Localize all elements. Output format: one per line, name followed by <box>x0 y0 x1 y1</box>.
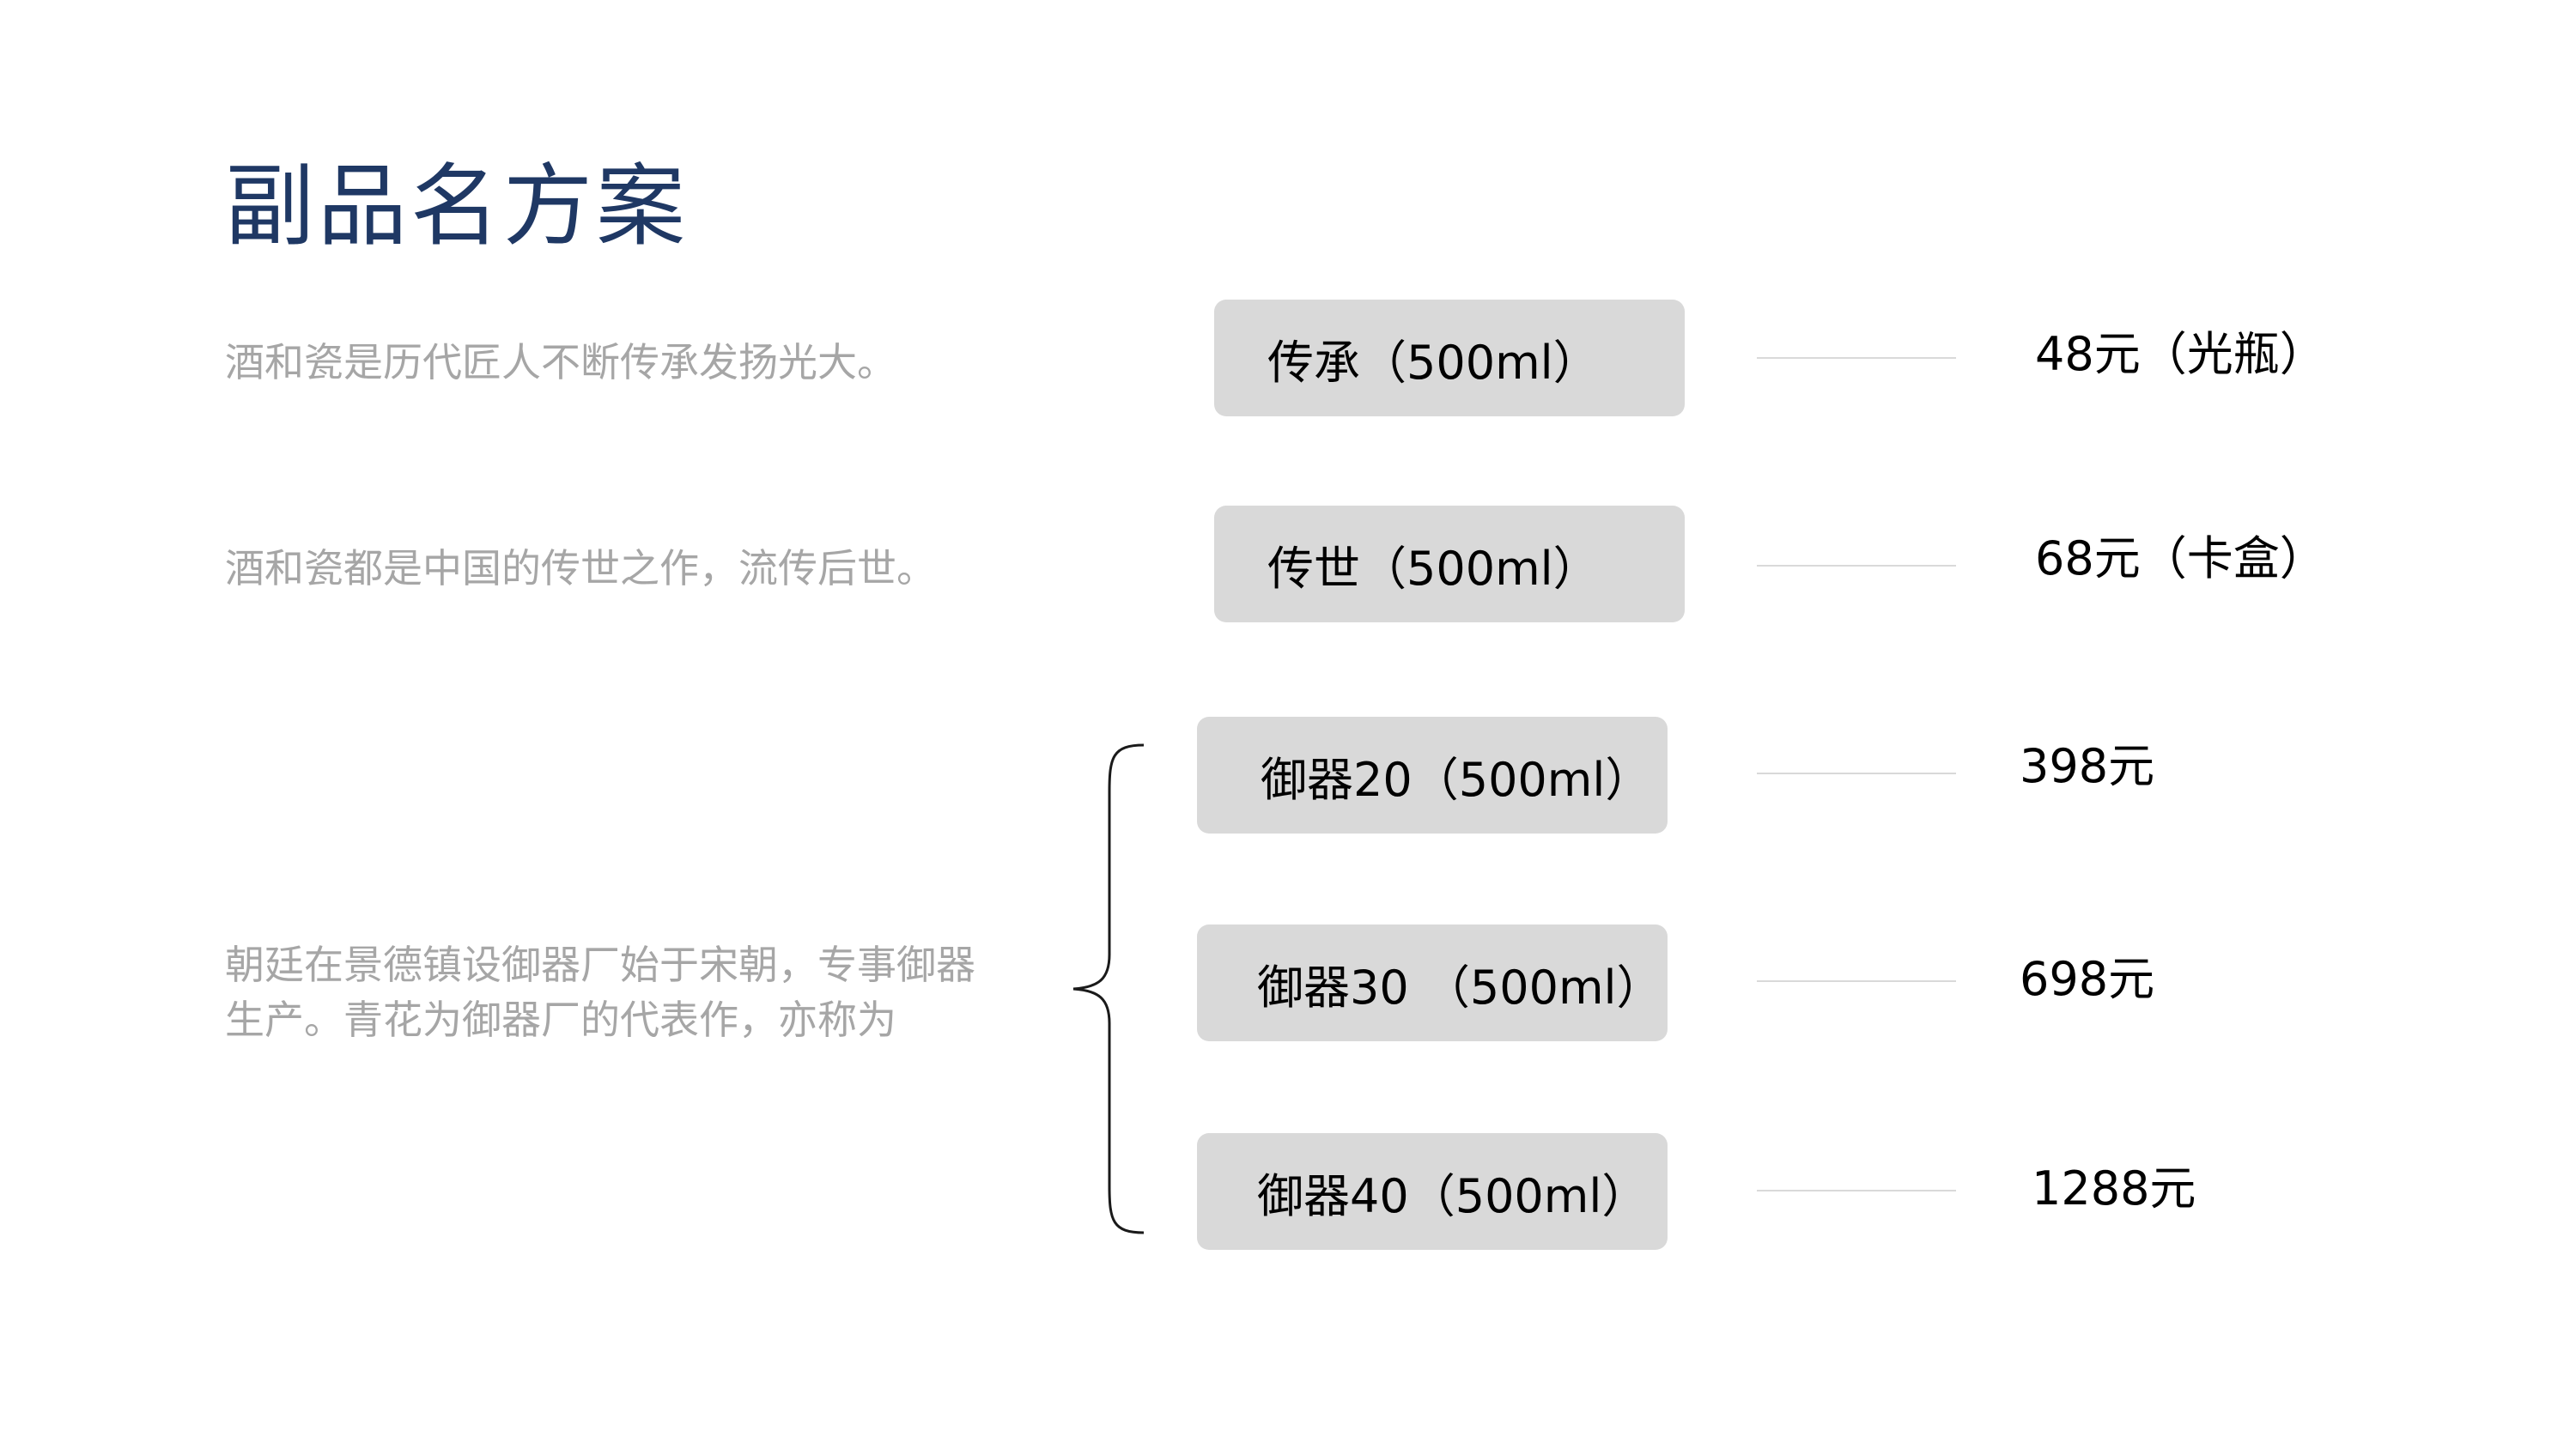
description-yuqi-line-2: 生产。青花为御器厂的代表作，亦称为 <box>225 997 896 1043</box>
description-yuqi-line-1: 朝廷在景德镇设御器厂始于宋朝，专事御器 <box>225 942 975 988</box>
connector-line <box>1757 1190 1956 1191</box>
product-pill-yuqi30: 御器30 （500ml） <box>1197 925 1668 1041</box>
product-name: 御器20（500ml） <box>1261 752 1652 807</box>
description-chuancheng: 酒和瓷是历代匠人不断传承发扬光大。 <box>225 339 896 385</box>
product-name: 传世（500ml） <box>1267 541 1600 596</box>
connector-line <box>1757 357 1956 359</box>
price-yuqi40: 1288元 <box>2032 1161 2196 1216</box>
product-pill-yuqi20: 御器20（500ml） <box>1197 717 1668 834</box>
price-chuancheng: 48元（光瓶） <box>2035 327 2326 381</box>
description-chuanshi: 酒和瓷都是中国的传世之作，流传后世。 <box>225 545 936 591</box>
product-name: 御器40（500ml） <box>1257 1168 1649 1223</box>
connector-line <box>1757 773 1956 774</box>
product-name: 传承（500ml） <box>1267 335 1600 390</box>
page-title: 副品名方案 <box>225 154 690 258</box>
product-name: 御器30 （500ml） <box>1257 960 1663 1015</box>
price-yuqi20: 398元 <box>2020 739 2155 793</box>
product-pill-yuqi40: 御器40（500ml） <box>1197 1133 1668 1250</box>
price-chuanshi: 68元（卡盒） <box>2035 531 2326 585</box>
connector-line <box>1757 980 1956 982</box>
curly-brace-icon <box>1072 743 1145 1234</box>
price-yuqi30: 698元 <box>2020 952 2155 1006</box>
product-pill-chuanshi: 传世（500ml） <box>1214 506 1685 622</box>
connector-line <box>1757 565 1956 567</box>
product-pill-chuancheng: 传承（500ml） <box>1214 300 1685 416</box>
